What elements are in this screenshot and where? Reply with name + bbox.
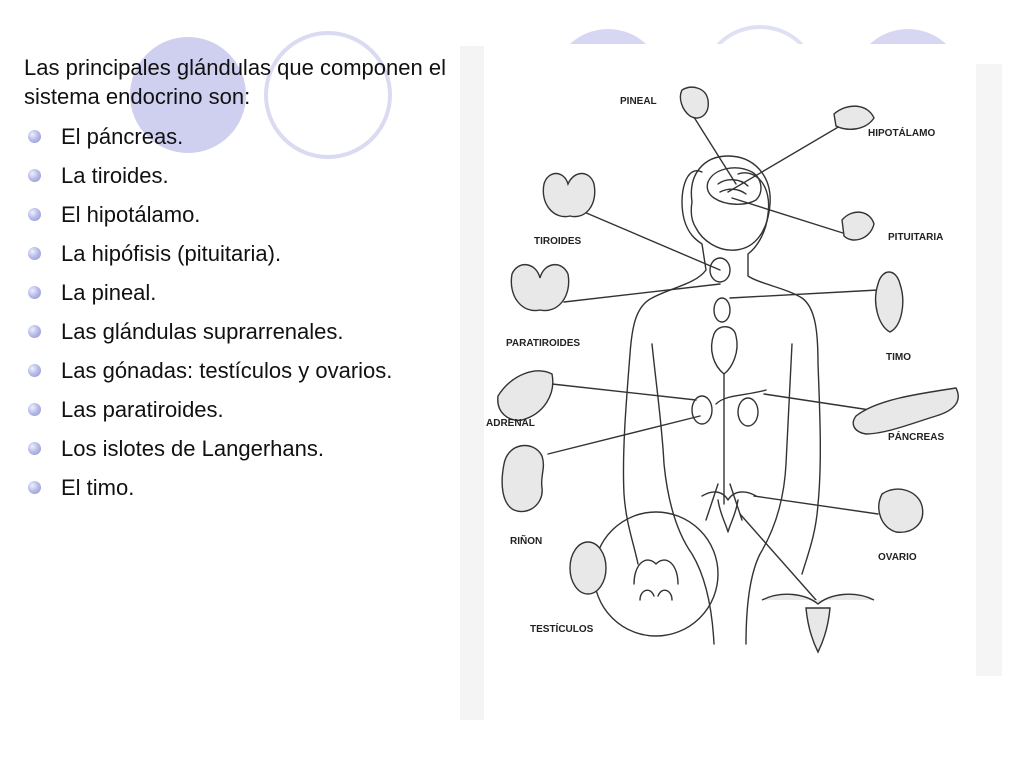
label-adrenal: ADRENAL (486, 418, 535, 429)
label-tiroides: TIROIDES (534, 236, 582, 247)
list-item: Las paratiroides. (24, 390, 464, 429)
leader-line-pancreas (763, 393, 871, 411)
leader-line-hipotalamo (727, 125, 841, 193)
leader-line-pineal (691, 113, 737, 185)
leader-line-adrenal (551, 383, 697, 401)
bullet-icon (28, 442, 41, 456)
leader-line-uterus (739, 513, 817, 601)
list-item-text: Los islotes de Langerhans. (61, 436, 324, 462)
timo-illustration (874, 271, 904, 333)
ovario-illustration (878, 488, 924, 533)
pineal-gland-illustration (679, 86, 709, 119)
label-hipotalamo: HIPOTÁLAMO (868, 126, 935, 139)
list-item-text: El páncreas. (61, 124, 184, 150)
label-paratiroides: PARATIROIDES (506, 338, 580, 349)
leader-line-tiroides (583, 211, 721, 271)
list-item-text: La pineal. (61, 280, 157, 306)
rinon-illustration (501, 444, 545, 513)
gland-list: El páncreas. La tiroides. El hipotálamo.… (24, 117, 464, 507)
leader-line-pituitaria (731, 197, 847, 235)
diagram-frame-shadow (976, 64, 1002, 676)
testicles-inset-detail (633, 559, 679, 601)
intro-text: Las principales glándulas que componen e… (24, 55, 446, 109)
bullet-icon (28, 169, 41, 183)
bullet-icon (28, 130, 41, 144)
uterus-on-body (701, 491, 757, 533)
hipotalamo-illustration (833, 105, 875, 130)
label-rinon: RIÑON (510, 534, 542, 547)
bullet-icon (28, 481, 41, 495)
leader-line-rinon (547, 415, 701, 455)
paratiroides-illustration (510, 264, 570, 312)
bullet-icon (28, 364, 41, 378)
bullet-icon (28, 325, 41, 339)
tiroides-illustration (542, 172, 596, 218)
label-pancreas: PÁNCREAS (888, 430, 944, 443)
decor-circle-filled (130, 37, 246, 153)
decor-circle-ring (264, 31, 392, 159)
kidney-on-body (737, 397, 759, 427)
pancreas-illustration (852, 387, 959, 435)
adrenal-illustration (497, 370, 554, 421)
bullet-icon (28, 403, 41, 417)
label-timo: TIMO (886, 352, 911, 363)
list-item: El hipotálamo. (24, 195, 464, 234)
label-ovario: OVARIO (878, 552, 917, 563)
leader-line-timo (729, 289, 879, 299)
list-item: La tiroides. (24, 156, 464, 195)
kidney-on-body (691, 395, 713, 425)
testicle-illustration (569, 541, 607, 595)
body-outline (745, 343, 793, 645)
thymus-on-body (713, 297, 731, 323)
list-item-text: El hipotálamo. (61, 202, 201, 228)
list-item: La hipófisis (pituitaria). (24, 234, 464, 273)
label-pituitaria: PITUITARIA (888, 232, 943, 243)
list-item: Las gónadas: testículos y ovarios. (24, 351, 464, 390)
bullet-icon (28, 286, 41, 300)
endocrine-diagram: PINEAL HIPOTÁLAMO PITUITARIA TIROIDES PA… (458, 44, 1004, 722)
label-testiculos: TESTÍCULOS (530, 622, 594, 635)
diagram-frame-shadow (460, 46, 484, 720)
list-item: El páncreas. (24, 117, 464, 156)
bullet-icon (28, 208, 41, 222)
body-outline (651, 343, 715, 645)
heart-on-body (710, 326, 738, 375)
brain-outline (706, 167, 762, 205)
thyroid-on-body (709, 257, 731, 283)
leader-line-ovario (753, 495, 879, 515)
uterus-illustration (761, 593, 875, 654)
label-pineal: PINEAL (620, 96, 657, 107)
pancreas-on-body (715, 389, 767, 405)
leader-line-paratiroides (563, 283, 721, 303)
list-item-text: La tiroides. (61, 163, 169, 189)
body-outline (622, 170, 707, 565)
list-item-text: El timo. (61, 475, 135, 501)
pituitaria-illustration (841, 211, 875, 241)
list-item: La pineal. (24, 273, 464, 312)
list-item-text: La hipófisis (pituitaria). (61, 241, 282, 267)
bullet-icon (28, 247, 41, 261)
list-item: Los islotes de Langerhans. (24, 429, 464, 468)
list-item: El timo. (24, 468, 464, 507)
list-item: Las glándulas suprarrenales. (24, 312, 464, 351)
list-item-text: Las gónadas: testículos y ovarios. (61, 358, 393, 384)
text-panel: Las principales glándulas que componen e… (24, 54, 464, 507)
list-item-text: Las glándulas suprarrenales. (61, 319, 344, 345)
list-item-text: Las paratiroides. (61, 397, 224, 423)
